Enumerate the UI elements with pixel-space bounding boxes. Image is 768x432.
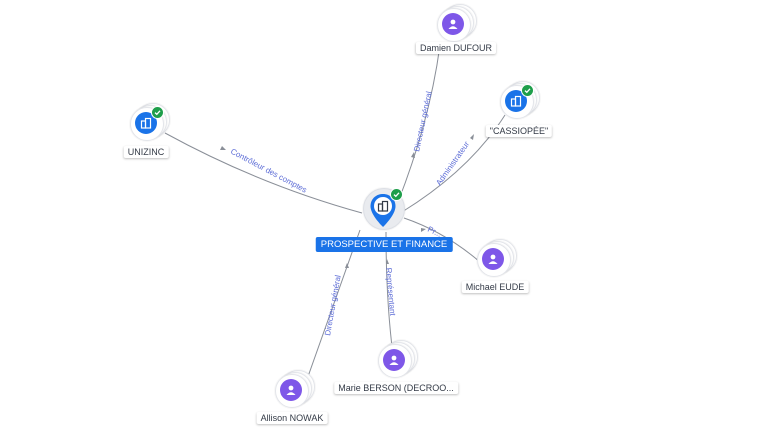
building-icon (377, 200, 389, 212)
node-michael-eude[interactable] (477, 239, 517, 282)
edge-arrow (421, 228, 426, 232)
verified-check-icon (521, 84, 534, 97)
edge-label-marie: Représentant (384, 267, 397, 316)
node-damien-dufour[interactable] (437, 4, 477, 47)
edge-label-allison: Directeur général (323, 274, 343, 336)
node-allison-nowak[interactable] (275, 370, 315, 413)
node-label[interactable]: Damien DUFOUR (415, 42, 497, 54)
node-label[interactable]: Michael EUDE (461, 281, 529, 293)
person-icon (442, 13, 464, 35)
edge-arrow (411, 152, 415, 158)
person-icon (383, 349, 405, 371)
node-label[interactable]: Marie BERSON (DECROO... (334, 382, 458, 394)
building-icon (135, 112, 157, 134)
edge-arrow (470, 134, 474, 140)
edge-label-damien: Directeur général (412, 90, 434, 152)
node-label[interactable]: "CASSIOPÉE" (485, 125, 553, 137)
person-icon (482, 248, 504, 270)
node-center-company[interactable] (361, 188, 407, 238)
edge-arrow (345, 263, 349, 268)
edge-michael (403, 217, 481, 263)
center-node-label[interactable]: PROSPECTIVE ET FINANCE (315, 237, 453, 252)
node-label[interactable]: Allison NOWAK (256, 412, 328, 424)
edge-arrow (220, 146, 226, 150)
edge-damien (397, 44, 441, 203)
edge-arrow (386, 259, 389, 264)
node-label[interactable]: UNIZINC (123, 146, 169, 158)
edge-unizinc (164, 132, 363, 214)
verified-check-icon (390, 188, 403, 201)
node-cassiopee[interactable] (500, 81, 540, 124)
node-unizinc[interactable] (130, 103, 170, 146)
verified-check-icon (151, 106, 164, 119)
node-marie-berson[interactable] (378, 340, 418, 383)
person-icon (280, 379, 302, 401)
building-icon (505, 90, 527, 112)
